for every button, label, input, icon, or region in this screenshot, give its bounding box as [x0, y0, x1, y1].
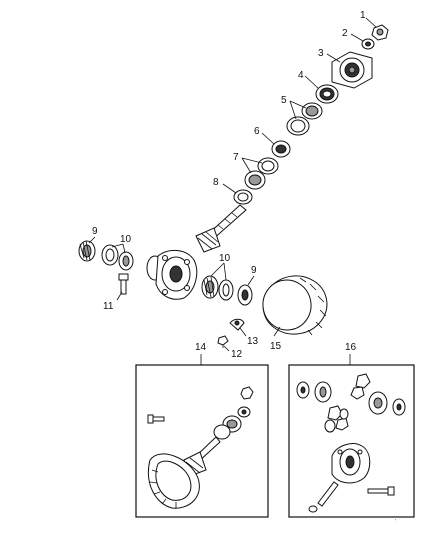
outer-bearing-cup — [286, 116, 310, 136]
callout-11: 11 — [103, 301, 114, 312]
callout-3: 3 — [318, 48, 324, 59]
callout-14: 14 — [195, 342, 207, 353]
callout-9b: 9 — [251, 265, 257, 276]
pinion-seal — [315, 84, 339, 104]
ring-pinion-kit-panel — [135, 364, 269, 518]
callout-2: 2 — [342, 28, 348, 39]
carrier-cap-bolt — [118, 273, 129, 295]
callout-16: 16 — [345, 342, 357, 353]
ring-gear-bolt — [217, 335, 229, 348]
right-bearing-cup — [218, 279, 234, 301]
drive-pinion — [195, 204, 247, 253]
pinion-nut — [371, 24, 389, 41]
callout-9a: 9 — [92, 226, 98, 237]
callout-7: 7 — [233, 152, 239, 163]
pinion-yoke — [331, 51, 373, 89]
lock-pin — [229, 318, 245, 331]
ring-gear — [262, 275, 328, 336]
callout-10a: 10 — [120, 234, 132, 245]
right-carrier-bearing — [201, 275, 219, 299]
pinion-depth-shim — [233, 189, 253, 205]
callout-8: 8 — [213, 177, 219, 188]
left-bearing-cup — [101, 244, 119, 266]
callout-6: 6 — [254, 126, 260, 137]
left-carrier-shim — [118, 251, 134, 271]
outer-pinion-bearing — [301, 102, 323, 120]
right-carrier-shim — [237, 284, 253, 306]
differential-kit-panel — [288, 364, 415, 518]
callout-10b: 10 — [219, 253, 231, 264]
inner-pinion-bearing — [244, 170, 266, 190]
callout-13: 13 — [247, 336, 259, 347]
inner-bearing-cup — [257, 157, 279, 175]
corner-mark: ʼ — [395, 519, 396, 525]
callout-15: 15 — [270, 341, 282, 352]
differential-case — [146, 250, 198, 300]
collapsible-spacer — [271, 140, 291, 158]
washer — [361, 38, 375, 50]
callout-1: 1 — [360, 10, 366, 21]
left-carrier-bearing — [78, 240, 96, 262]
callout-5: 5 — [281, 95, 287, 106]
callout-12: 12 — [231, 349, 243, 360]
callout-4: 4 — [298, 70, 304, 81]
